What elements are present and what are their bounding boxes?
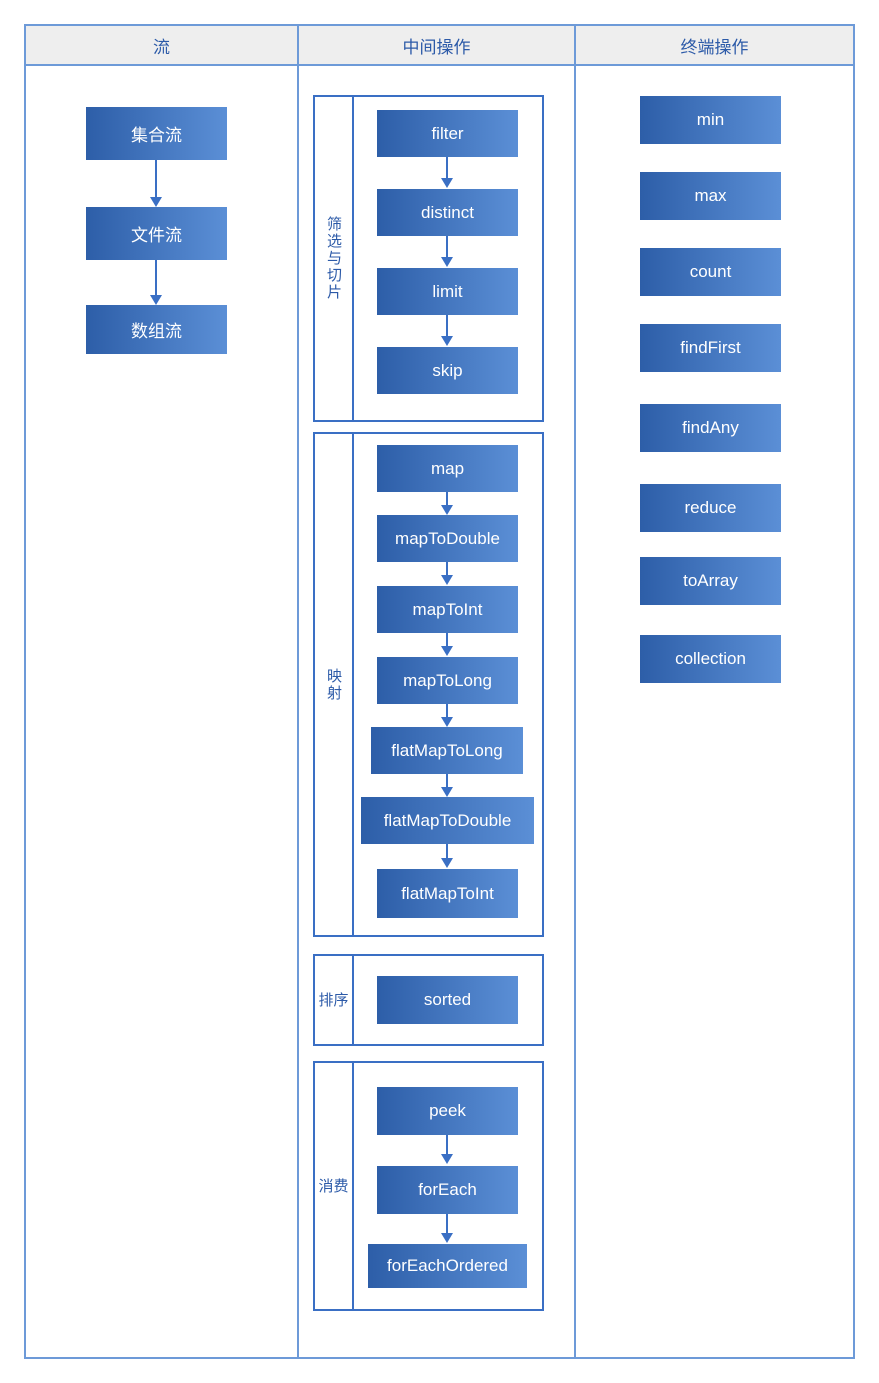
group-divider	[352, 1061, 354, 1311]
group-consume	[313, 1061, 544, 1311]
op-peek: peek	[377, 1087, 518, 1135]
op-for-each-ordered: forEachOrdered	[368, 1244, 527, 1288]
op-sorted: sorted	[377, 976, 518, 1024]
terminal-count: count	[640, 248, 781, 296]
op-limit: limit	[377, 268, 518, 315]
op-map-to-int: mapToInt	[377, 586, 518, 633]
arrow-head	[441, 717, 453, 727]
arrow-head	[441, 646, 453, 656]
arrow-head	[441, 575, 453, 585]
arrow-line	[446, 1135, 448, 1155]
terminal-min: min	[640, 96, 781, 144]
group-label-mapping: 映射	[315, 434, 352, 935]
terminal-collection: collection	[640, 635, 781, 683]
terminal-find-first: findFirst	[640, 324, 781, 372]
group-label-filter-slice: 筛选与切片	[315, 97, 352, 420]
column-divider-1	[297, 26, 299, 1357]
arrow-head	[150, 295, 162, 305]
group-mapping	[313, 432, 544, 937]
arrow-line	[446, 704, 448, 718]
arrow-line	[446, 1214, 448, 1234]
arrow-line	[446, 492, 448, 506]
terminal-reduce: reduce	[640, 484, 781, 532]
group-filter-slice	[313, 95, 544, 422]
op-flat-map-to-long: flatMapToLong	[371, 727, 523, 774]
arrow-line	[446, 236, 448, 258]
arrow-line	[446, 157, 448, 179]
op-flat-map-to-double: flatMapToDouble	[361, 797, 534, 844]
column-header-terminal: 终端操作	[576, 26, 853, 64]
terminal-max: max	[640, 172, 781, 220]
group-label-consume: 消费	[318, 1177, 349, 1195]
arrow-line	[446, 774, 448, 788]
stream-source-file: 文件流	[86, 207, 227, 260]
arrow-line	[446, 633, 448, 647]
column-header-stream: 流	[26, 26, 297, 64]
header-divider	[26, 64, 853, 66]
arrow-line	[446, 844, 448, 859]
arrow-line	[155, 260, 157, 296]
terminal-find-any: findAny	[640, 404, 781, 452]
arrow-line	[446, 315, 448, 337]
op-skip: skip	[377, 347, 518, 394]
op-filter: filter	[377, 110, 518, 157]
arrow-line	[446, 562, 448, 576]
arrow-head	[441, 336, 453, 346]
arrow-head	[441, 505, 453, 515]
op-map: map	[377, 445, 518, 492]
arrow-head	[441, 858, 453, 868]
group-label-char: 映射	[325, 667, 342, 702]
group-divider	[352, 95, 354, 422]
op-for-each: forEach	[377, 1166, 518, 1214]
column-header-intermediate: 中间操作	[299, 26, 574, 64]
group-divider	[352, 954, 354, 1046]
stream-source-collection: 集合流	[86, 107, 227, 160]
terminal-to-array: toArray	[640, 557, 781, 605]
group-label-sorting: 排序	[318, 991, 349, 1009]
arrow-line	[155, 160, 157, 198]
group-divider	[352, 432, 354, 937]
stream-source-array: 数组流	[86, 305, 227, 354]
arrow-head	[441, 257, 453, 267]
diagram-frame	[24, 24, 855, 1359]
op-flat-map-to-int: flatMapToInt	[377, 869, 518, 918]
op-distinct: distinct	[377, 189, 518, 236]
column-divider-2	[574, 26, 576, 1357]
op-map-to-double: mapToDouble	[377, 515, 518, 562]
group-sorting	[313, 954, 544, 1046]
arrow-head	[441, 1154, 453, 1164]
arrow-head	[441, 178, 453, 188]
group-label-char: 筛选与切片	[325, 216, 342, 301]
arrow-head	[441, 787, 453, 797]
arrow-head	[441, 1233, 453, 1243]
arrow-head	[150, 197, 162, 207]
op-map-to-long: mapToLong	[377, 657, 518, 704]
